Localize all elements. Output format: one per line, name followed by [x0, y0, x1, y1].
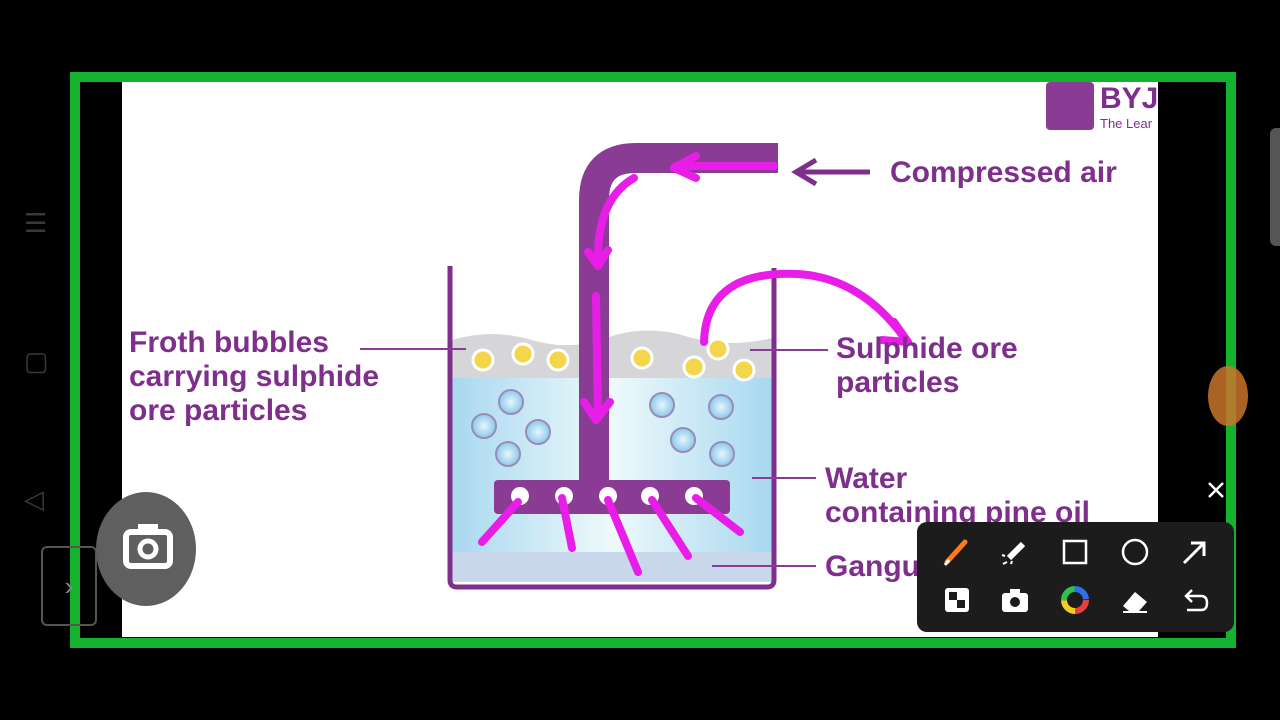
highlighter-icon[interactable] — [995, 532, 1035, 572]
sulphide-ore-label: Sulphide ore particles — [836, 332, 1018, 399]
menu-icon[interactable]: ☰ — [24, 208, 48, 238]
yellow-particles — [471, 337, 756, 382]
air-bubbles — [471, 389, 735, 467]
compressed-air-arrow — [791, 157, 870, 187]
froth-bubbles-label: Froth bubbles carrying sulphide ore part… — [129, 326, 380, 427]
color-wheel-icon[interactable] — [1055, 580, 1095, 620]
tank-walls — [447, 266, 777, 590]
close-icon[interactable] — [1202, 476, 1230, 504]
eraser-icon[interactable] — [1115, 580, 1155, 620]
byjus-logo-icon — [1046, 82, 1094, 130]
undo-icon[interactable] — [1175, 580, 1215, 620]
logo-name: BYJ — [1100, 82, 1158, 115]
square-icon[interactable]: ▢ — [24, 346, 49, 376]
pen-icon[interactable] — [937, 532, 977, 572]
annotation-toolbar — [917, 522, 1234, 632]
screenshot-camera-button[interactable] — [96, 492, 196, 606]
chevron-right-icon[interactable]: › — [41, 546, 97, 626]
back-triangle-icon[interactable]: ◁ — [24, 484, 44, 514]
edge-panel-handle[interactable] — [1270, 128, 1280, 246]
logo-tagline: The Lear — [1100, 116, 1153, 131]
compressed-air-label: Compressed air — [890, 156, 1117, 189]
floating-bubble[interactable] — [1208, 366, 1248, 426]
froth-flotation-diagram — [360, 143, 912, 590]
checker-icon[interactable] — [937, 580, 977, 620]
diagram-slide: Compressed air Froth bubbles carrying su… — [122, 82, 1158, 637]
air-pipe — [579, 143, 778, 492]
rectangle-icon[interactable] — [1055, 532, 1095, 572]
circle-icon[interactable] — [1115, 532, 1155, 572]
arrow-icon[interactable] — [1175, 532, 1215, 572]
camera-icon[interactable] — [995, 580, 1035, 620]
pen-annotations — [478, 152, 912, 576]
camera-icon — [123, 524, 173, 569]
water-pine-oil-label: Water containing pine oil — [825, 462, 1090, 529]
